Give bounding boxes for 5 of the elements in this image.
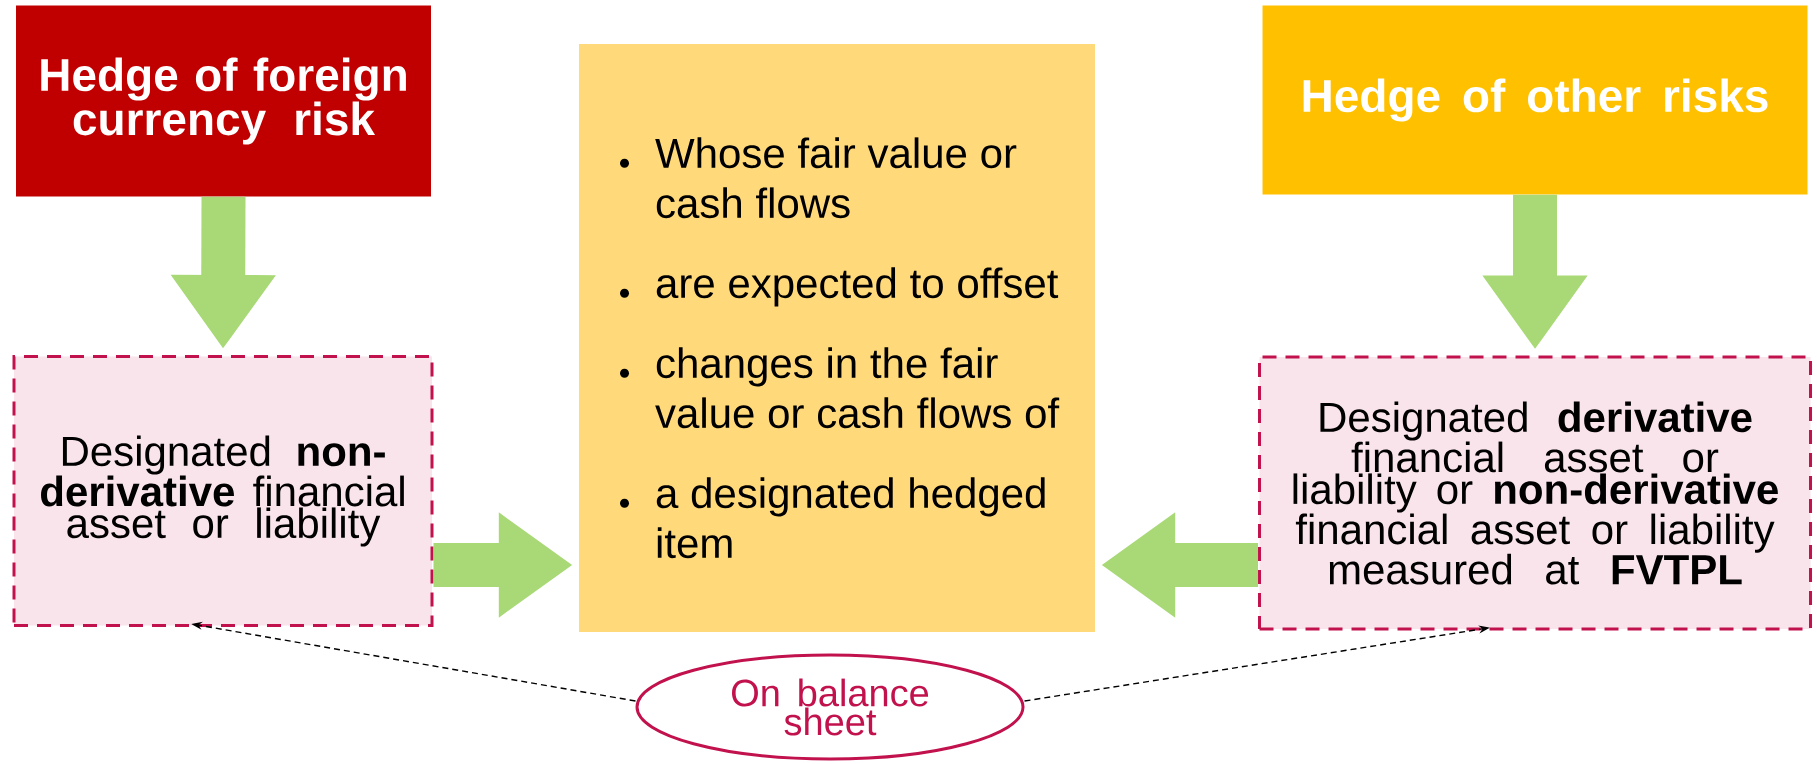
title-box: Hedge of other risks [1262,5,1808,195]
bullet-list-box: Whose fair value or cash flows are expected to offset changes in the fair value or cash flows of a designated hedged item [579,44,1095,632]
dashed-box: Designated derivative financial asset or liability or non-derivative financial asset or liability measured at FVTPL [1258,355,1812,631]
title-box: Hedge of foreign currency risk [16,5,431,197]
dashed-box: Designated non-derivative financial asset or liability [12,355,434,627]
